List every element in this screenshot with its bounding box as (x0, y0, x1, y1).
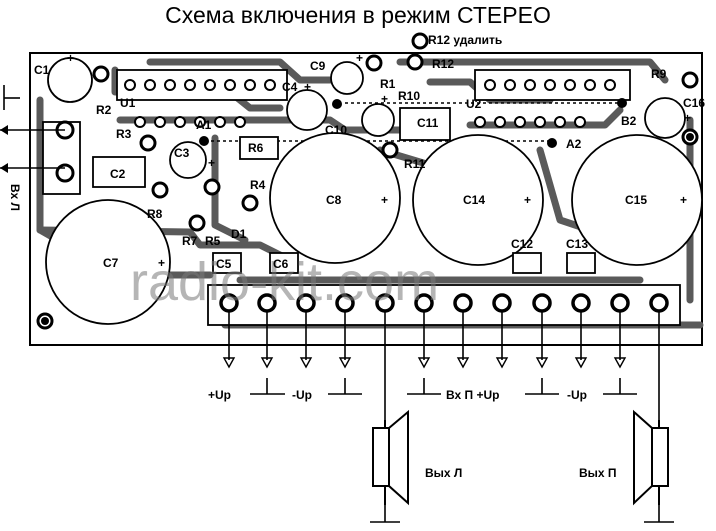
label-c10-plus: + (381, 92, 388, 106)
label-input-right-plus-up: Вх П +Up (446, 388, 499, 402)
label-minus-up-1: -Up (292, 388, 312, 402)
label-c2: C2 (110, 167, 126, 181)
label-c9-plus: + (356, 51, 363, 65)
label-minus-up-2: -Up (567, 388, 587, 402)
ic-u1-outline (116, 69, 288, 101)
label-r3: R3 (116, 127, 132, 141)
label-c15-plus: + (680, 193, 687, 207)
label-c3-plus: + (208, 156, 215, 170)
component-labels: C1 + R2 U1 R3 C2 C3 + R8 R7 R5 D1 R4 R6 … (34, 33, 705, 271)
label-c4-plus: + (304, 80, 311, 94)
ground-symbols (250, 378, 674, 523)
label-c5: C5 (216, 257, 232, 271)
capacitor-c10 (361, 103, 395, 137)
label-r4: R4 (250, 178, 266, 192)
capacitor-c2 (92, 156, 146, 188)
label-c4: C4 (282, 80, 298, 94)
capacitor-c14 (412, 134, 544, 266)
ic-u1-pads (124, 79, 276, 128)
label-r12: R12 (432, 57, 454, 71)
label-out-right: Вых П (579, 466, 617, 480)
label-c13: C13 (566, 237, 588, 251)
capacitor-c6 (269, 252, 299, 274)
label-c14: C14 (463, 193, 485, 207)
label-c10: C10 (325, 123, 347, 137)
capacitor-c1 (47, 57, 93, 103)
jumper-pad-b2 (617, 98, 627, 108)
diagram-title: Схема включения в режим СТЕРЕО (165, 2, 551, 28)
label-u2: U2 (466, 97, 482, 111)
input-wires (0, 85, 65, 173)
capacitor-c16 (644, 97, 686, 139)
capacitor-c13 (566, 252, 596, 274)
label-c7-plus: + (158, 256, 165, 270)
label-r11: R11 (404, 157, 426, 171)
speaker-left-icon (372, 409, 409, 506)
label-r8: R8 (147, 207, 163, 221)
label-r10: R10 (398, 89, 420, 103)
resistor-r6 (239, 136, 279, 160)
terminal-strip (207, 284, 681, 326)
label-input-left: Вх Л (8, 184, 22, 211)
capacitor-c5 (212, 252, 242, 274)
label-c16: C16 (683, 96, 705, 110)
label-c14-plus: + (524, 193, 531, 207)
watermark-text: radio-kit.com (130, 252, 439, 312)
label-c8-plus: + (381, 193, 388, 207)
label-c15: C15 (625, 193, 647, 207)
label-c1: C1 (34, 63, 50, 77)
label-c7: C7 (103, 256, 119, 270)
capacitor-c12 (512, 252, 542, 274)
capacitor-c15 (571, 134, 703, 266)
capacitor-c3 (169, 141, 207, 179)
capacitor-c11 (399, 107, 451, 141)
label-c3: C3 (174, 146, 190, 160)
label-a2: A2 (566, 137, 582, 151)
output-wires (222, 311, 660, 420)
label-c1-plus: + (67, 51, 74, 65)
capacitor-c8 (269, 132, 401, 264)
label-c12: C12 (511, 237, 533, 251)
label-c11: C11 (417, 116, 439, 130)
label-d1: D1 (231, 227, 247, 241)
jumper-pad-b-left (332, 99, 342, 109)
mounting-hole-right (686, 133, 694, 141)
label-a1: A1 (196, 118, 212, 132)
label-c9: C9 (310, 59, 326, 73)
label-r12-remove: R12 удалить (428, 33, 502, 47)
ic-u2-pads (474, 79, 616, 128)
mounting-hole-left (41, 317, 49, 325)
capacitor-c7 (45, 199, 171, 325)
capacitor-c4 (286, 89, 328, 131)
capacitor-c9 (330, 61, 364, 95)
jumper-pad-a1 (199, 136, 209, 146)
label-c6: C6 (273, 257, 289, 271)
jumper-pad-a2 (547, 138, 557, 148)
label-plus-up-1: +Up (208, 388, 231, 402)
label-r7: R7 (182, 234, 198, 248)
label-u1: U1 (120, 96, 136, 110)
speaker-right-icon (633, 409, 669, 506)
label-r5: R5 (205, 234, 221, 248)
label-r6: R6 (248, 141, 264, 155)
label-b2: B2 (621, 114, 637, 128)
label-r2: R2 (96, 103, 112, 117)
label-out-left: Вых Л (425, 466, 462, 480)
label-r9: R9 (651, 67, 667, 81)
label-r1: R1 (380, 77, 396, 91)
label-c8: C8 (326, 193, 342, 207)
label-c16-plus: + (684, 111, 691, 125)
connection-labels: Вх Л +Up -Up Вх П +Up -Up Вых Л Вых П (8, 184, 617, 480)
